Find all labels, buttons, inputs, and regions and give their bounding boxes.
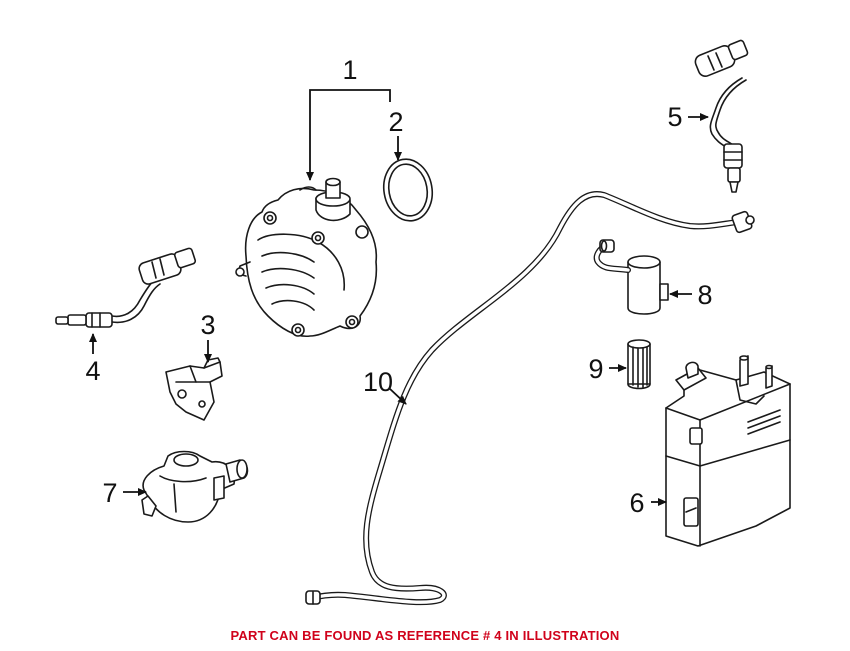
callout-7: 7	[102, 478, 117, 508]
callout-5: 5	[667, 102, 682, 132]
callout-6: 6	[629, 488, 644, 518]
callout-4: 4	[85, 356, 100, 386]
hose-part-10	[305, 191, 755, 606]
callout-leaders	[89, 89, 709, 506]
callout-2: 2	[388, 107, 403, 137]
valve-part-7	[141, 450, 249, 523]
callout-8: 8	[697, 280, 712, 310]
filter-part-9	[627, 339, 651, 390]
oxygen-sensor-part-4	[55, 247, 197, 328]
bracket-part-3	[165, 357, 223, 421]
oxygen-sensor-part-5	[694, 39, 749, 193]
vacuum-pump-part-1	[235, 177, 378, 338]
callout-1: 1	[342, 55, 357, 85]
purge-valve-part-8	[593, 239, 669, 315]
o-ring-part-2	[382, 158, 434, 222]
callout-9: 9	[588, 354, 603, 384]
reference-caption: PART CAN BE FOUND AS REFERENCE # 4 IN IL…	[230, 628, 620, 643]
charcoal-canister-part-6	[665, 355, 791, 547]
callout-10: 10	[363, 367, 393, 397]
callout-3: 3	[200, 310, 215, 340]
